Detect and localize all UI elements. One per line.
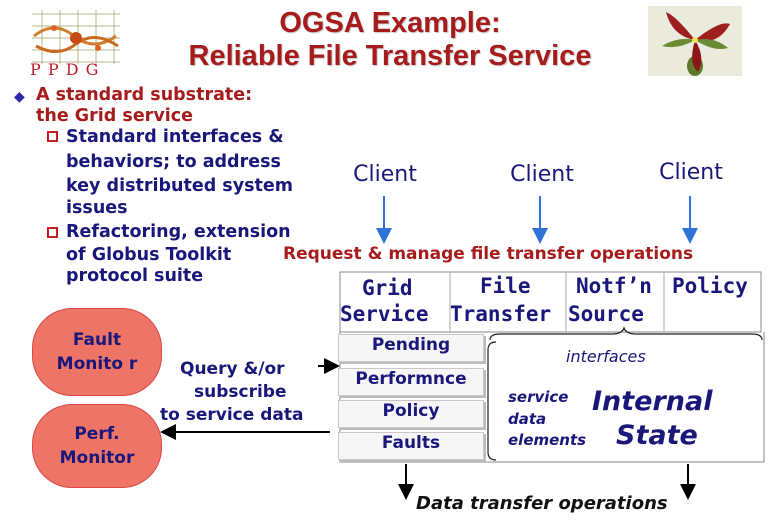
client-label-3: Client bbox=[659, 160, 723, 185]
perf-monitor-label: Perf. Monitor bbox=[59, 424, 135, 468]
checkbox-icon bbox=[47, 131, 58, 142]
internal-state-line2: State bbox=[616, 420, 698, 451]
query-label-line1: Query &/or bbox=[180, 359, 285, 379]
bullet-main-line2: the Grid service bbox=[36, 106, 193, 126]
data-transfer-label: Data transfer operations bbox=[416, 493, 668, 514]
sde-caption-line1: service bbox=[508, 388, 569, 406]
client-label-2: Client bbox=[510, 162, 574, 187]
grid-service-label-1: Grid bbox=[362, 276, 413, 300]
sde-pending: Pending bbox=[338, 334, 484, 362]
bullet-sub1-line3: key distributed system bbox=[66, 176, 294, 196]
client-label-1: Client bbox=[353, 162, 417, 187]
page-title-line2: Reliable File Transfer Service bbox=[188, 40, 592, 72]
sde-faults-label: Faults bbox=[381, 433, 441, 453]
bullet-sub2-line1: Refactoring, extension bbox=[66, 222, 291, 242]
trillium-image bbox=[648, 6, 742, 76]
bullet-sub2-line2: of Globus Toolkit bbox=[66, 245, 232, 265]
sde-pending-label: Pending bbox=[371, 335, 451, 355]
grid-service-label-2: Service bbox=[340, 302, 429, 326]
internal-state-line1: Internal bbox=[592, 386, 713, 417]
request-label: Request & manage file transfer operation… bbox=[283, 244, 694, 264]
bullet-sub2-line3: protocol suite bbox=[66, 266, 204, 286]
page-title-line1: OGSA Example: bbox=[279, 7, 501, 39]
interfaces-brace bbox=[489, 326, 763, 341]
sde-bracket bbox=[487, 341, 497, 461]
query-label-line3: to service data bbox=[160, 405, 304, 425]
ppdg-logo: P P D G bbox=[24, 6, 128, 79]
ppdg-logo-text: P P D G bbox=[30, 60, 100, 79]
bullet-sub1-line4: issues bbox=[66, 198, 128, 218]
fault-monitor: Fault Monito r bbox=[32, 308, 162, 396]
service-interface-box bbox=[339, 271, 762, 333]
checkbox-icon bbox=[47, 227, 58, 238]
policy-label: Policy bbox=[672, 274, 748, 298]
flower-icon bbox=[662, 12, 730, 76]
notf-source-label-2: Source bbox=[568, 302, 644, 326]
bullet-main-marker: ◆ bbox=[14, 89, 25, 105]
sde-performance: Performnce bbox=[338, 368, 484, 396]
file-transfer-label-2: Transfer bbox=[450, 302, 552, 326]
bullet-main-line1: A standard substrate: bbox=[36, 85, 253, 105]
sde-caption-line3: elements bbox=[508, 431, 587, 449]
sde-faults: Faults bbox=[338, 432, 484, 460]
query-label-line2: subscribe bbox=[194, 382, 287, 402]
sde-caption-line2: data bbox=[508, 410, 547, 428]
sde-performance-label: Performnce bbox=[355, 369, 467, 389]
ppdg-logo-icon bbox=[32, 10, 120, 64]
file-transfer-label-1: File bbox=[480, 274, 531, 298]
sde-policy: Policy bbox=[338, 400, 484, 428]
bullet-sub1-line2: behaviors; to address bbox=[66, 152, 281, 172]
perf-monitor: Perf. Monitor bbox=[32, 404, 162, 488]
sde-policy-label: Policy bbox=[382, 401, 440, 421]
notf-source-label-1: Notf’n bbox=[576, 274, 652, 298]
bullet-sub1-line1: Standard interfaces & bbox=[66, 127, 284, 147]
interfaces-label: interfaces bbox=[566, 347, 646, 366]
fault-monitor-label: Fault Monito r bbox=[56, 330, 138, 374]
